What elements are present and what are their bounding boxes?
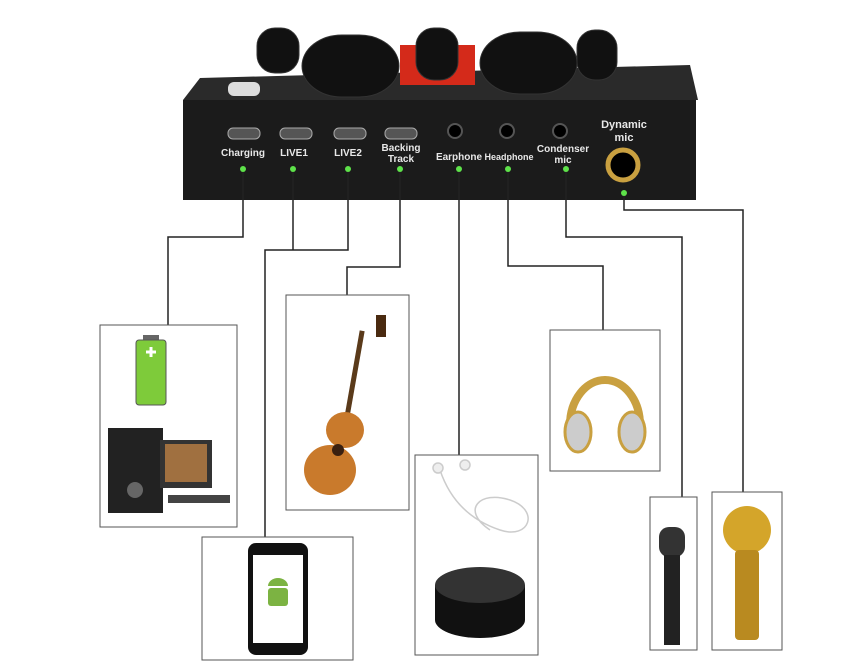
knobs [256,27,618,98]
label-line: mic [554,155,572,166]
port-label-earphone: Earphone [435,152,483,163]
label-line: Backing [381,143,421,154]
indicator-dots [240,166,627,196]
label-line: Dynamic [601,119,647,131]
computer-icon [108,428,230,513]
led-button [228,82,260,96]
port-label-headphone: Headphone [484,152,534,162]
headphone-box [549,329,661,472]
speaker-icon [435,567,525,638]
dynamic-mic-jack [605,147,641,183]
dynamic-mic-icon [723,506,771,640]
port-label-live1: LIVE1 [280,148,308,159]
label-line: Condenser [536,144,590,155]
guitar-icon [304,315,386,495]
port-label-charging: Charging [221,148,265,159]
battery-icon [135,335,167,406]
label-line: Track [387,154,415,165]
connection-lines [167,172,744,537]
earphones-icon [432,459,529,533]
android-phone-icon [248,543,308,655]
condenser-mic-icon [659,527,685,645]
label-line: mic [614,132,634,144]
port-label-live2: LIVE2 [334,148,362,159]
headphones-icon [563,376,647,454]
sound-card-device [183,27,698,200]
